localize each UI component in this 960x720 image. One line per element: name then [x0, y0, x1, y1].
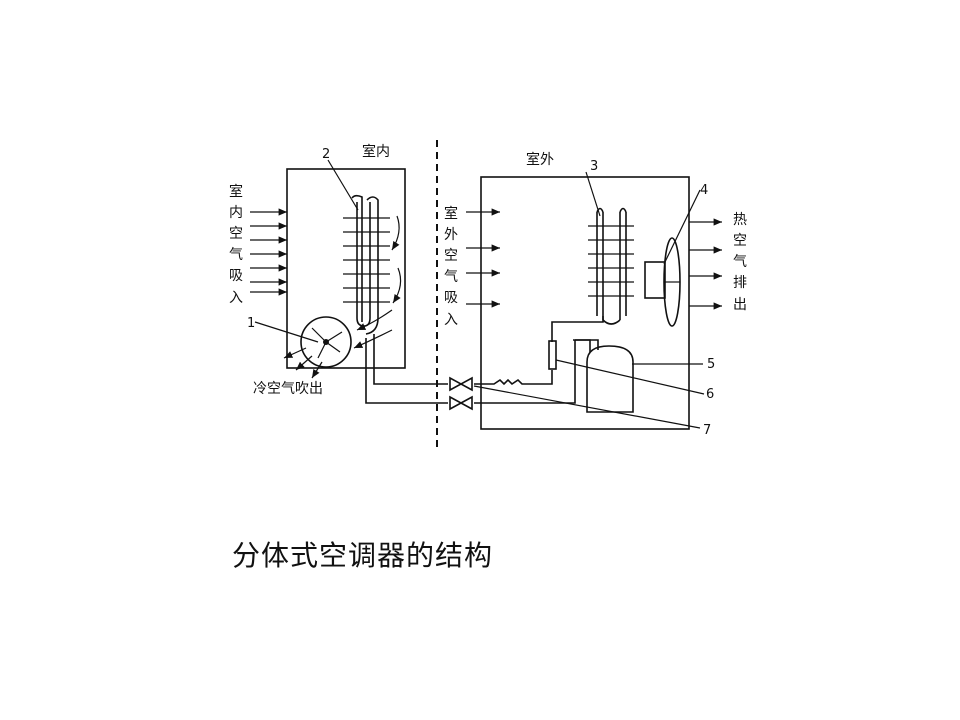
- svg-text:空: 空: [733, 233, 747, 249]
- svg-text:吸: 吸: [229, 268, 243, 284]
- indoor-intake-arrows: [250, 208, 287, 296]
- indoor-fan: [300, 316, 352, 368]
- outdoor-intake-arrows: [466, 208, 500, 308]
- svg-text:气: 气: [444, 269, 458, 285]
- compressor: [573, 339, 634, 413]
- svg-text:热: 热: [733, 212, 747, 228]
- callout-3: 3: [590, 159, 598, 174]
- diagram-caption: 分体式空调器的结构: [232, 539, 494, 572]
- cold-air-out-arrows: [283, 347, 323, 379]
- svg-text:入: 入: [444, 312, 458, 328]
- indoor-evaporator-coil: [343, 194, 390, 335]
- svg-text:室: 室: [444, 205, 458, 222]
- indoor-airflow-arrows: [353, 215, 402, 349]
- cold-air-out-label: 冷空气吹出: [253, 381, 323, 397]
- callout-7: 7: [703, 423, 711, 438]
- svg-text:出: 出: [733, 297, 747, 313]
- refrigerant-pipes: [365, 316, 604, 404]
- svg-text:外: 外: [444, 227, 458, 243]
- hot-air-exhaust-label: 热 空 气 排 出: [733, 212, 747, 313]
- svg-text:入: 入: [229, 290, 243, 306]
- outdoor-intake-label: 室 外 空 气 吸 入: [444, 205, 458, 328]
- outdoor-fan: [644, 237, 681, 327]
- callout-6: 6: [706, 387, 714, 402]
- callout-1: 1: [247, 316, 255, 331]
- indoor-intake-label: 室 内 空 气 吸 入: [229, 183, 243, 306]
- outdoor-condenser-coil: [588, 207, 634, 325]
- callout-5: 5: [707, 357, 715, 372]
- capillary-filter: [548, 340, 557, 370]
- callout-4: 4: [700, 183, 708, 198]
- outdoor-label: 室外: [526, 151, 554, 168]
- svg-text:空: 空: [444, 248, 458, 264]
- svg-text:室: 室: [229, 183, 243, 200]
- svg-text:空: 空: [229, 226, 243, 242]
- svg-text:气: 气: [733, 254, 747, 270]
- svg-text:排: 排: [733, 275, 747, 291]
- hot-air-exhaust-arrows: [689, 218, 722, 310]
- callout-2: 2: [322, 147, 330, 162]
- svg-text:气: 气: [229, 247, 243, 263]
- indoor-label: 室内: [362, 143, 390, 160]
- outdoor-unit-box: [480, 176, 690, 430]
- svg-text:内: 内: [229, 205, 243, 221]
- stop-valves: [449, 376, 473, 411]
- svg-text:吸: 吸: [444, 290, 458, 306]
